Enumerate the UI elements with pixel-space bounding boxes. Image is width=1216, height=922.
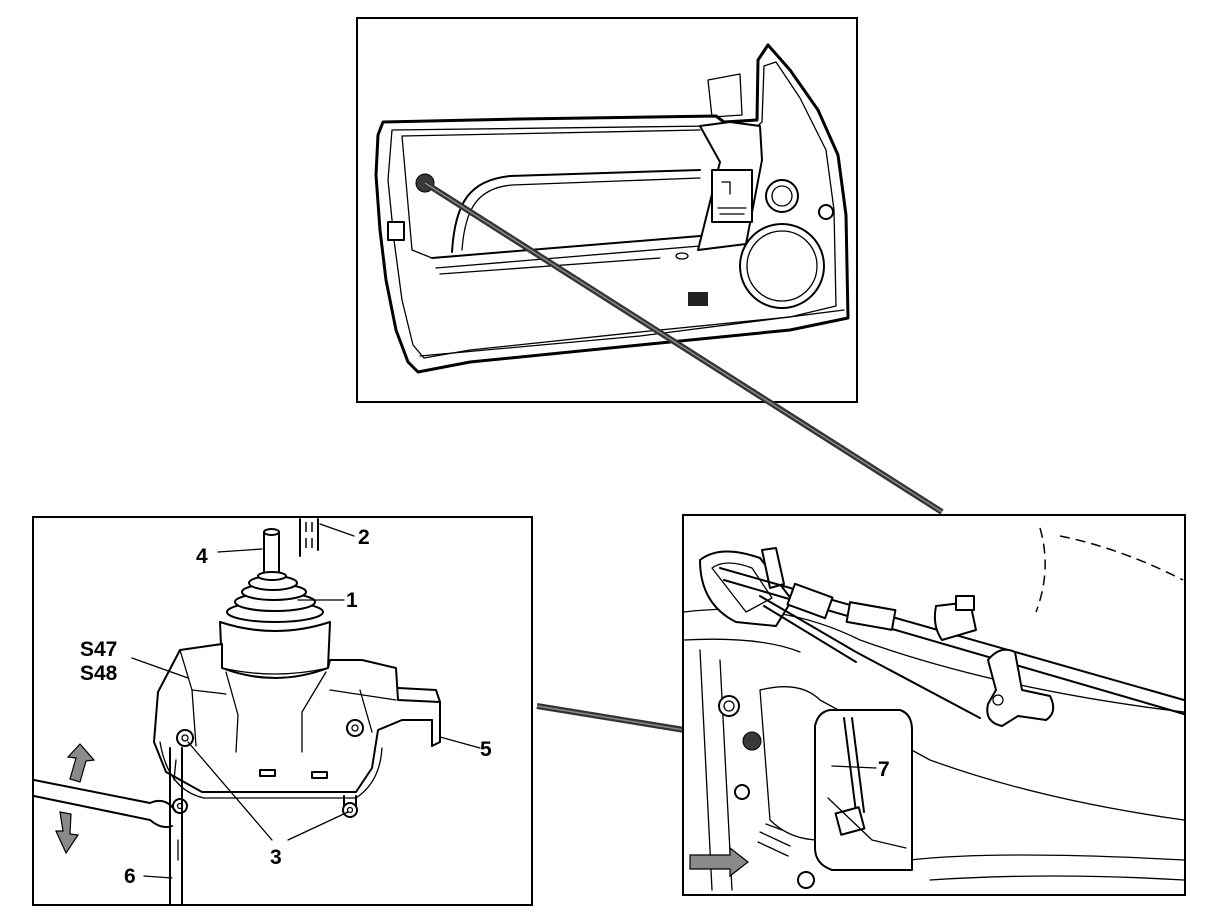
actuator-detail-panel: 2 4 1 S47 S48 5 3 6 xyxy=(32,516,533,906)
armrest-top xyxy=(451,169,701,253)
window-glass-edge xyxy=(1035,527,1184,613)
lock-lever-rod-6 xyxy=(33,747,183,906)
door-trim-drawing xyxy=(374,43,850,374)
rod-guide-tab xyxy=(955,595,975,611)
label-part-6: 6 xyxy=(124,865,136,888)
door-overview-panel xyxy=(356,17,858,403)
label-part-1: 1 xyxy=(346,589,358,612)
panel-hole-upper xyxy=(718,695,740,717)
tweeter-speaker-inner xyxy=(771,185,793,207)
connector-overview-to-detail-highlight xyxy=(424,182,943,513)
actuator-cylinder xyxy=(219,621,331,679)
actuator-housing xyxy=(153,643,441,799)
actuator-bellows-1 xyxy=(226,571,324,623)
rod-guide xyxy=(933,601,977,641)
leader-part-7 xyxy=(831,765,877,769)
actuator-pushrod-4 xyxy=(263,528,280,579)
door-bottom-contour xyxy=(909,854,1185,881)
window-frame-inner xyxy=(707,73,743,118)
label-switch-s47: S47 xyxy=(80,638,117,661)
window-switch-panel xyxy=(711,169,753,223)
release-slot xyxy=(757,823,791,857)
rod-7-clip xyxy=(834,806,866,836)
panel-hole-lower xyxy=(797,871,815,889)
door-lock-mechanism xyxy=(986,648,1055,727)
label-part-3: 3 xyxy=(270,846,282,869)
downward-movement-arrow-icon xyxy=(55,811,80,855)
door-latch-clip xyxy=(387,221,405,241)
tweeter-speaker xyxy=(765,179,799,213)
upward-movement-arrow-icon xyxy=(66,743,96,783)
rod-clip xyxy=(845,601,897,631)
inner-door-detail-panel: 7 xyxy=(682,514,1186,896)
mounting-screws-3 xyxy=(172,719,364,818)
insert-direction-arrow-icon xyxy=(689,846,749,878)
armrest-inner xyxy=(461,177,701,251)
trim-fastener xyxy=(818,204,834,220)
reflector-light xyxy=(688,292,708,306)
door-outer-outline xyxy=(374,43,850,374)
rod-connector xyxy=(786,582,834,620)
window-switch-symbols xyxy=(717,181,747,215)
lock-pivot xyxy=(992,694,1004,706)
lock-rod-lower xyxy=(759,595,981,719)
actuator-mount-marker xyxy=(742,731,762,751)
handle-clip xyxy=(761,547,785,589)
label-part-4: 4 xyxy=(196,545,208,568)
door-inner-contour xyxy=(759,686,1185,841)
label-part-5: 5 xyxy=(480,738,492,761)
door-speaker xyxy=(739,223,825,309)
label-switch-s48: S48 xyxy=(80,662,118,685)
mounting-bracket-5 xyxy=(397,687,441,743)
label-part-7: 7 xyxy=(878,758,890,781)
panel-hole-middle xyxy=(734,784,750,800)
lock-rod-2 xyxy=(299,518,319,557)
opening-inner-edge xyxy=(827,797,907,849)
label-part-2: 2 xyxy=(358,526,370,549)
actuator-leader-lines xyxy=(131,523,481,879)
pocket-fastener xyxy=(675,252,689,260)
inner-door-structure xyxy=(683,527,1185,891)
door-speaker-inner xyxy=(746,230,818,302)
upper-trim-panel xyxy=(401,129,701,259)
actuator-rod-7 xyxy=(843,717,865,813)
door-sill-stripe xyxy=(419,309,845,357)
